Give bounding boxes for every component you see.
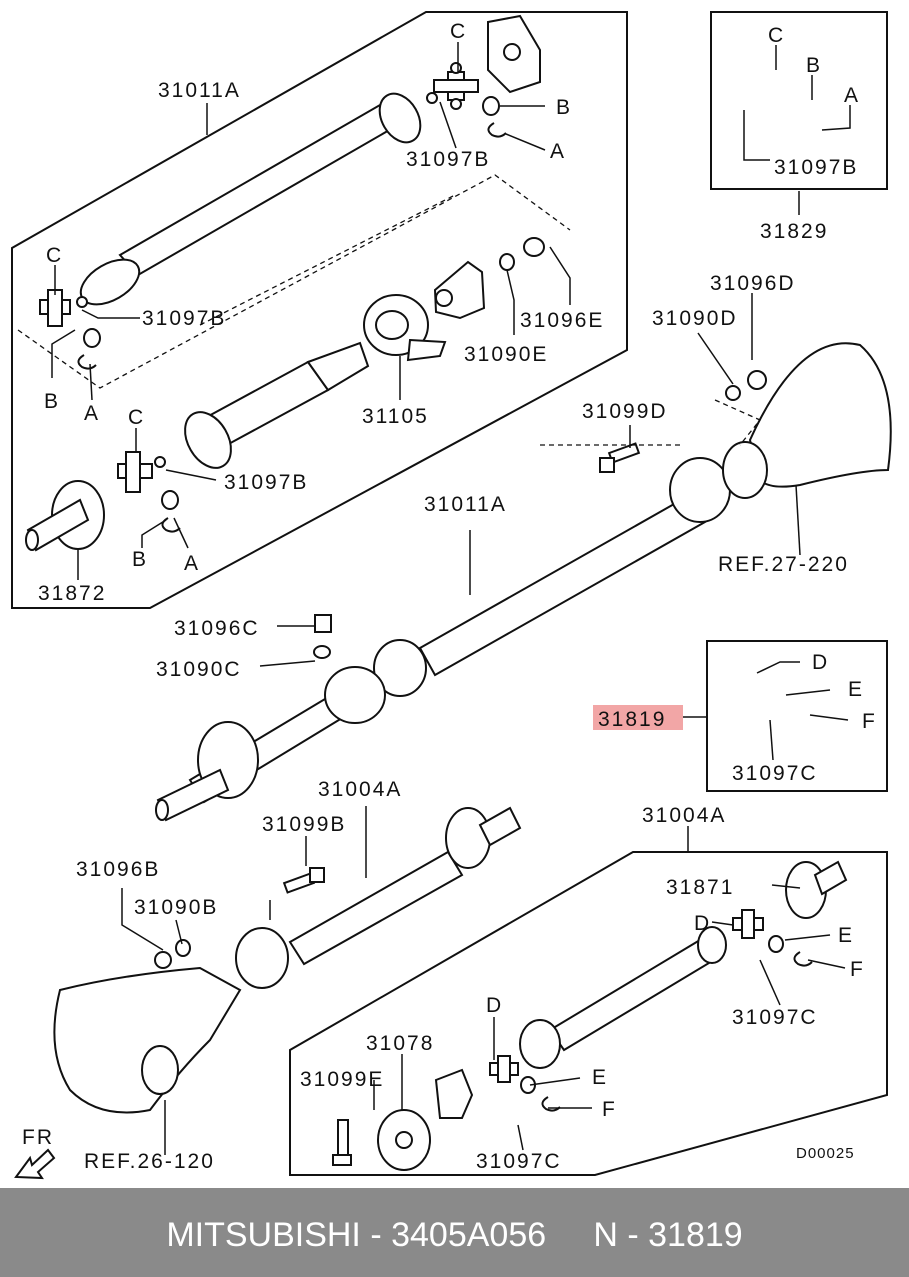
label-31090E[interactable]: 31090E — [464, 343, 548, 366]
label-31096B[interactable]: 31096B — [76, 858, 160, 881]
label-f-right[interactable]: F — [850, 958, 865, 981]
spider-d-right — [732, 909, 784, 953]
flexible-coupling-31078 — [377, 1068, 474, 1171]
label-31097B-left[interactable]: 31097B — [142, 307, 226, 330]
universal-joint-spider-left — [39, 289, 101, 348]
slip-yoke-31871 — [785, 860, 848, 919]
label-31097B-mid[interactable]: 31097B — [224, 471, 308, 494]
label-31090D[interactable]: 31090D — [652, 307, 738, 330]
yoke-flange-top — [487, 14, 541, 94]
front-direction-arrow — [14, 1148, 56, 1180]
label-b-mid[interactable]: B — [132, 548, 148, 571]
label-31090B[interactable]: 31090B — [134, 896, 218, 919]
main-propeller-shaft — [155, 457, 731, 822]
label-31004A-right[interactable]: 31004A — [642, 804, 726, 827]
leader-lines — [51, 42, 851, 1155]
lower-exploded-panel — [289, 851, 888, 1176]
label-box2-d[interactable]: D — [812, 651, 829, 674]
label-31099D[interactable]: 31099D — [582, 400, 668, 423]
label-31011A-top[interactable]: 31011A — [158, 79, 241, 102]
rear-propeller-shaft-31004A — [235, 806, 522, 989]
label-box2-e[interactable]: E — [848, 678, 864, 701]
label-31097C-bottom[interactable]: 31097C — [476, 1150, 562, 1173]
center-bearing-assembly — [363, 294, 447, 362]
universal-joint-spider-mid — [117, 451, 179, 510]
label-box-c[interactable]: C — [768, 24, 785, 47]
part-number-caption: MITSUBISHI - 3405A056 N - 31819 — [166, 1216, 743, 1254]
diagram-code: D00025 — [796, 1145, 855, 1162]
propeller-shaft-rear-section — [79, 92, 422, 306]
front-shaft-section — [184, 341, 370, 469]
label-box-31097B[interactable]: 31097B — [774, 156, 858, 179]
highlight-31819 — [593, 705, 683, 730]
snap-ring-f-right — [793, 951, 813, 967]
label-ref-26-120[interactable]: REF.26-120 — [84, 1150, 215, 1173]
label-31105[interactable]: 31105 — [362, 405, 429, 428]
label-31096D[interactable]: 31096D — [710, 272, 796, 295]
label-a-left[interactable]: A — [84, 402, 100, 425]
label-c-left[interactable]: C — [46, 244, 63, 267]
snap-ring-a-top — [487, 122, 507, 138]
label-d-right[interactable]: D — [694, 912, 711, 935]
dashed-guides — [17, 174, 762, 446]
label-box-b[interactable]: B — [806, 54, 822, 77]
label-31099B[interactable]: 31099B — [262, 813, 346, 836]
label-31097B-top[interactable]: 31097B — [406, 148, 490, 171]
flange-yoke-31872 — [25, 480, 105, 552]
label-31829[interactable]: 31829 — [760, 220, 828, 243]
label-31096C[interactable]: 31096C — [174, 617, 260, 640]
label-31078[interactable]: 31078 — [366, 1032, 434, 1055]
detail-box-31819 — [706, 640, 888, 792]
bolt-31099D — [599, 442, 641, 473]
bolt-31099E — [332, 1119, 352, 1166]
bearing-cup-b-top — [426, 92, 500, 116]
nut-washer-31096C-31090C — [313, 614, 332, 659]
label-31819[interactable]: 31819 — [598, 708, 666, 731]
label-box2-f[interactable]: F — [862, 710, 877, 733]
bolt-31099B — [282, 867, 325, 894]
label-fr: FR — [22, 1126, 54, 1149]
detail-box-31829 — [710, 11, 888, 190]
footer-bar — [0, 1188, 909, 1277]
label-c-mid[interactable]: C — [128, 406, 145, 429]
label-31090C[interactable]: 31090C — [156, 658, 242, 681]
label-b-left[interactable]: B — [44, 390, 60, 413]
label-b-top[interactable]: B — [556, 96, 572, 119]
label-d-bottom[interactable]: D — [486, 994, 503, 1017]
transfer-case-outline — [722, 342, 892, 499]
label-ref-27-220[interactable]: REF.27-220 — [718, 553, 849, 576]
washer-nut-31090E-31096E — [499, 237, 545, 271]
label-31097C-right[interactable]: 31097C — [732, 1006, 818, 1029]
label-31096E[interactable]: 31096E — [520, 309, 604, 332]
snap-ring-f-bottom — [541, 1096, 561, 1112]
label-31004A-left[interactable]: 31004A — [318, 778, 402, 801]
label-a-top[interactable]: A — [550, 140, 566, 163]
label-31099E[interactable]: 31099E — [300, 1068, 384, 1091]
shaft-section-lower-right — [519, 926, 727, 1069]
nut-washer-31096D-31090D — [725, 370, 767, 401]
label-e-right[interactable]: E — [838, 924, 854, 947]
universal-joint-spider-top — [433, 62, 479, 110]
label-31011A-mid[interactable]: 31011A — [424, 493, 507, 516]
upper-exploded-panel — [11, 11, 628, 609]
label-31871[interactable]: 31871 — [666, 876, 734, 899]
yoke-31105-side — [433, 260, 486, 320]
label-f-bottom[interactable]: F — [602, 1098, 617, 1121]
label-box2-31097C[interactable]: 31097C — [732, 762, 818, 785]
label-box-a[interactable]: A — [844, 84, 860, 107]
nut-washer-31096B-31090B — [154, 939, 191, 969]
label-e-bottom[interactable]: E — [592, 1066, 608, 1089]
parts-diagram: 31011A C B A 31097B C 31097B B A 31096E … — [11, 11, 892, 1180]
snap-ring-a-left — [77, 354, 97, 370]
transmission-outline — [53, 966, 242, 1114]
label-a-mid[interactable]: A — [184, 552, 200, 575]
label-c-top[interactable]: C — [450, 20, 467, 43]
label-31872[interactable]: 31872 — [38, 582, 106, 605]
